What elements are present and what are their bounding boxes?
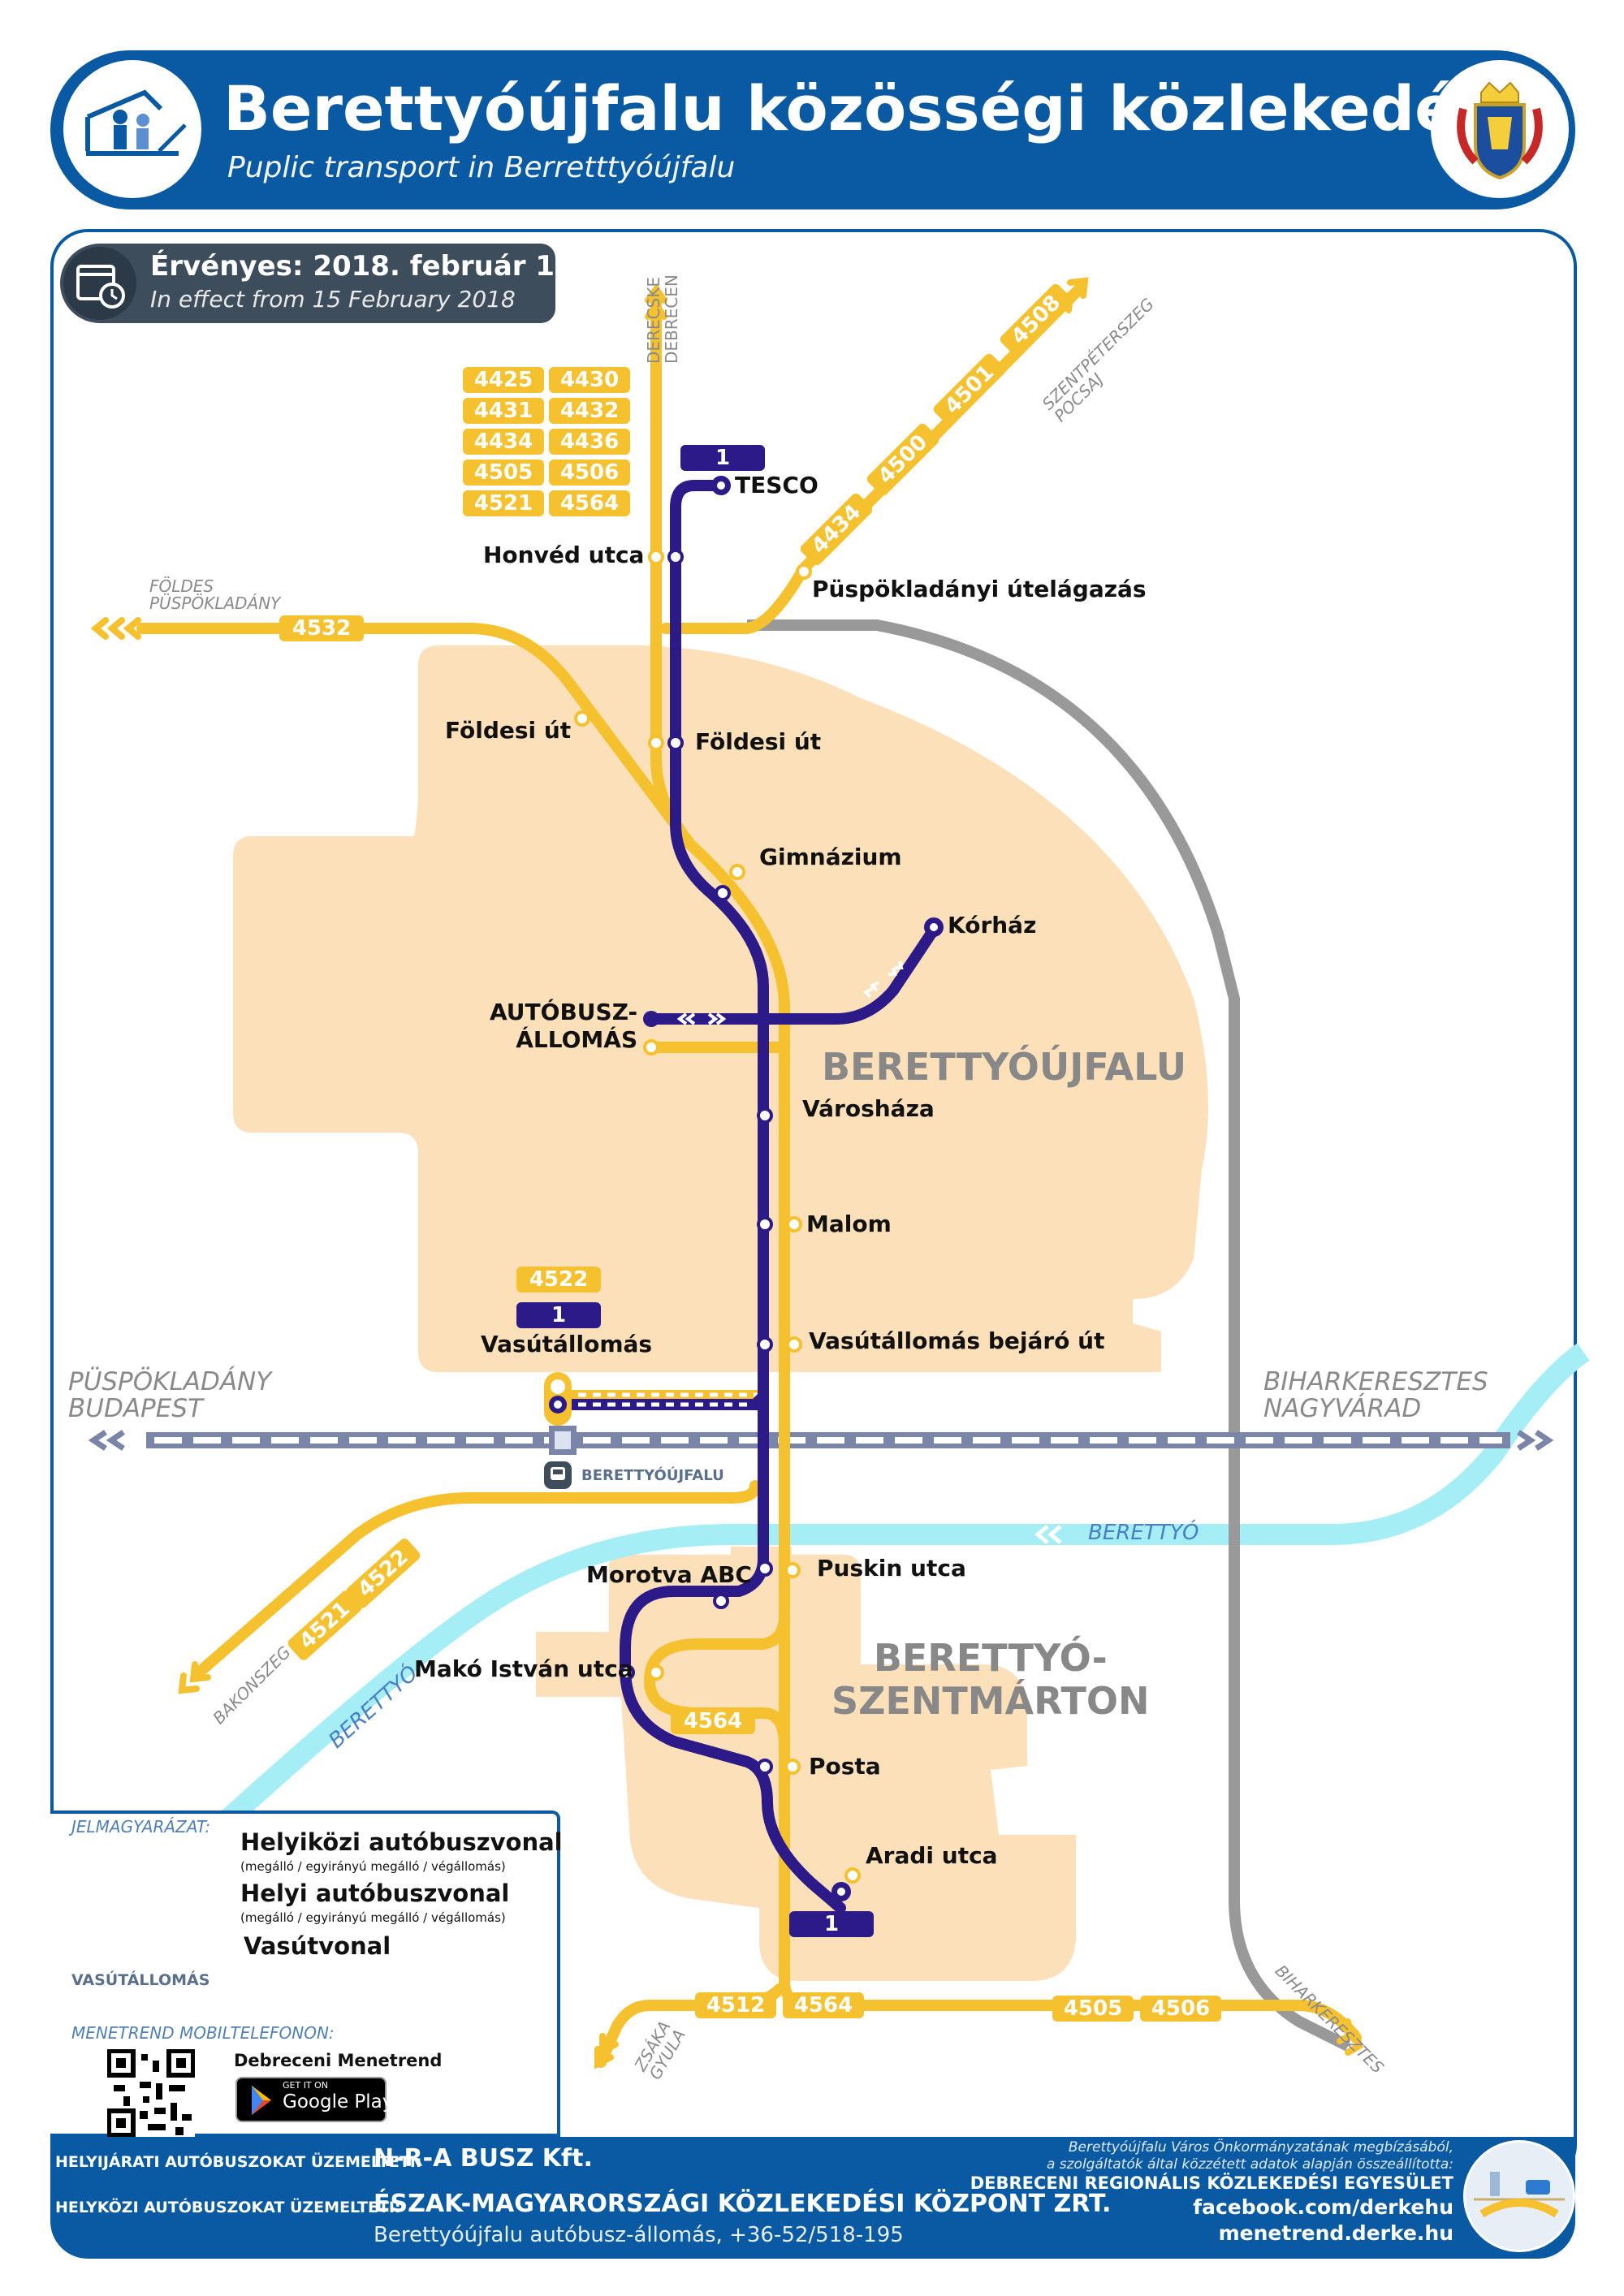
page-subtitle: Puplic transport in Berretttyóújfalu: [227, 151, 736, 184]
route-badge-4512: 4512: [695, 1992, 776, 2018]
label-honved: Honvéd utca: [483, 542, 645, 568]
main-road: [747, 619, 1351, 2052]
web-link[interactable]: menetrend.derke.hu: [1218, 2221, 1453, 2245]
label-foldesi_w: Földesi út: [445, 717, 572, 744]
route-badge-4431: 4431: [463, 398, 544, 424]
label-station_name: BERETTYÓÚJFALU: [581, 1467, 724, 1484]
derke-logo-icon: [1463, 2140, 1575, 2252]
legend-rail: Vasútvonal: [244, 1932, 391, 1960]
facebook-link[interactable]: facebook.com/derkehu: [1193, 2195, 1453, 2219]
legend-title: JELMAGYARÁZAT:: [71, 1817, 211, 1836]
label-rail_east: BIHARKERESZTES NAGYVÁRAD: [1263, 1367, 1488, 1423]
intercity-address: Berettyóújfalu autóbusz-állomás, +36-52/…: [374, 2223, 904, 2247]
route-badge-local-tesco: 1: [680, 445, 765, 471]
legend-local-sub: (megálló / egyirányú megálló / végállomá…: [240, 1910, 506, 1925]
footer-bar: [50, 2137, 1575, 2259]
town-area-berettyoujfalu: [233, 645, 1208, 1372]
route-badge-4564: 4564: [671, 1708, 755, 1734]
route-badge-4564: 4564: [783, 1992, 864, 2018]
label-river-east: BERETTYÓ: [1088, 1521, 1199, 1545]
route-badge-4532: 4532: [279, 615, 364, 641]
route-badge-4564: 4564: [549, 490, 630, 516]
railway-line: [88, 1426, 1554, 1455]
label-main: BERETTYÓÚJFALU: [822, 1045, 1187, 1089]
legend-mobile: MENETREND MOBILTELEFONON:: [71, 2023, 335, 2043]
label-south: BERETTYÓ- SZENTMÁRTON: [831, 1636, 1150, 1723]
label-tesco: TESCO: [735, 472, 818, 498]
label-posta: Posta: [809, 1753, 881, 1780]
label-vasut_bejaro: Vasútállomás bejáró út: [809, 1327, 1105, 1354]
label-puskin: Puskin utca: [817, 1555, 966, 1582]
route-badge-railway: 4522: [516, 1267, 601, 1293]
legend-local: Helyi autóbuszvonal: [240, 1880, 510, 1907]
river-arrows: [1034, 1525, 1062, 1544]
google-play-icon: [252, 2086, 271, 2115]
qr-code-icon[interactable]: [106, 2048, 196, 2138]
transport-logo-icon: [63, 60, 201, 198]
route-badge-local-south: 1: [789, 1911, 874, 1937]
route-badge-4506: 4506: [549, 460, 630, 486]
label-malom: Malom: [806, 1211, 892, 1237]
label-north: DERECSKE DEBRECEN: [644, 274, 681, 364]
route-badge-4434: 4434: [463, 429, 544, 455]
route-badge-4521: 4521: [463, 490, 544, 516]
label-foldesi_e: Földesi út: [695, 728, 822, 755]
local-operator: N-R-A BUSZ Kft.: [374, 2144, 593, 2173]
label-puspok_elag: Püspökladányi útelágazás: [812, 576, 1147, 602]
legend-intercity-sub: (megálló / egyirányú megálló / végállomá…: [240, 1859, 506, 1874]
label-korhaz: Kórház: [948, 912, 1037, 939]
route-badge-4505: 4505: [1052, 1996, 1134, 2022]
app-name: Debreceni Menetrend: [234, 2051, 443, 2070]
label-aradi: Aradi utca: [866, 1842, 998, 1869]
page-title: Berettyóújfalu közösségi közlekedése: [223, 72, 1535, 145]
credit-line-1: Berettyóújfalu Város Önkormányzatának me…: [1068, 2139, 1453, 2156]
label-autobusz: AUTÓBUSZ- ÁLLOMÁS: [490, 999, 638, 1053]
intercity-operator-label: HELYKÖZI AUTÓBUSZOKAT ÜZEMELTETI:: [55, 2199, 401, 2216]
route-badge-4436: 4436: [549, 429, 630, 455]
google-play-small: GET IT ON: [283, 2080, 329, 2091]
local-termini: [643, 476, 944, 1901]
local-arrows: [676, 960, 904, 1025]
credit-org: DEBRECENI REGIONÁLIS KÖZLEKEDÉSI EGYESÜL…: [970, 2173, 1453, 2193]
town-area-berettyoszentmarton: [536, 1547, 1076, 1981]
legend-intercity: Helyiközi autóbuszvonal: [240, 1828, 563, 1856]
label-mako: Makó István utca: [414, 1655, 633, 1682]
legend-station: VASÚTÁLLOMÁS: [71, 1971, 210, 1989]
label-west: FÖLDES PÜSPÖKLADÁNY: [149, 576, 281, 613]
route-badge-4430: 4430: [549, 367, 630, 393]
local-stops: [619, 549, 773, 1775]
validity-box: [60, 244, 555, 323]
google-play-button[interactable]: [235, 2077, 387, 2122]
route-badge-4506: 4506: [1140, 1996, 1221, 2022]
google-play-big: Google Play: [283, 2091, 394, 2113]
validity-hu: Érvényes: 2018. február 15-től: [150, 250, 628, 283]
intercity-operator: ÉSZAK-MAGYARORSZÁGI KÖZLEKEDÉSI KÖZPONT …: [374, 2190, 1112, 2218]
label-vasutallomas: Vasútállomás: [481, 1331, 653, 1357]
header-bar: [50, 50, 1575, 209]
label-rail_west: PÜSPÖKLADÁNY BUDAPEST: [68, 1367, 272, 1423]
calendar-clock-icon: [63, 247, 136, 320]
route-badge-4432: 4432: [549, 398, 630, 424]
route-badge-4425: 4425: [463, 367, 544, 393]
label-gimnazium: Gimnázium: [759, 844, 902, 870]
credit-line-2: a szolgáltatók által közzétett adatok al…: [1046, 2156, 1453, 2173]
direction-arrows: [90, 277, 1363, 2069]
train-icon: [544, 1461, 572, 1489]
coat-of-arms-icon: [1431, 60, 1569, 198]
route-badge-4505: 4505: [463, 460, 544, 486]
route-badge-local-station: 1: [516, 1302, 601, 1328]
validity-en: In effect from 15 February 2018: [150, 286, 516, 313]
intercity-stops: [574, 549, 861, 1884]
local-operator-label: HELYIJÁRATI AUTÓBUSZOKAT ÜZEMELTETI:: [55, 2153, 422, 2171]
label-morotva: Morotva ABC: [586, 1561, 752, 1588]
label-varoshaza: Városháza: [802, 1095, 935, 1122]
